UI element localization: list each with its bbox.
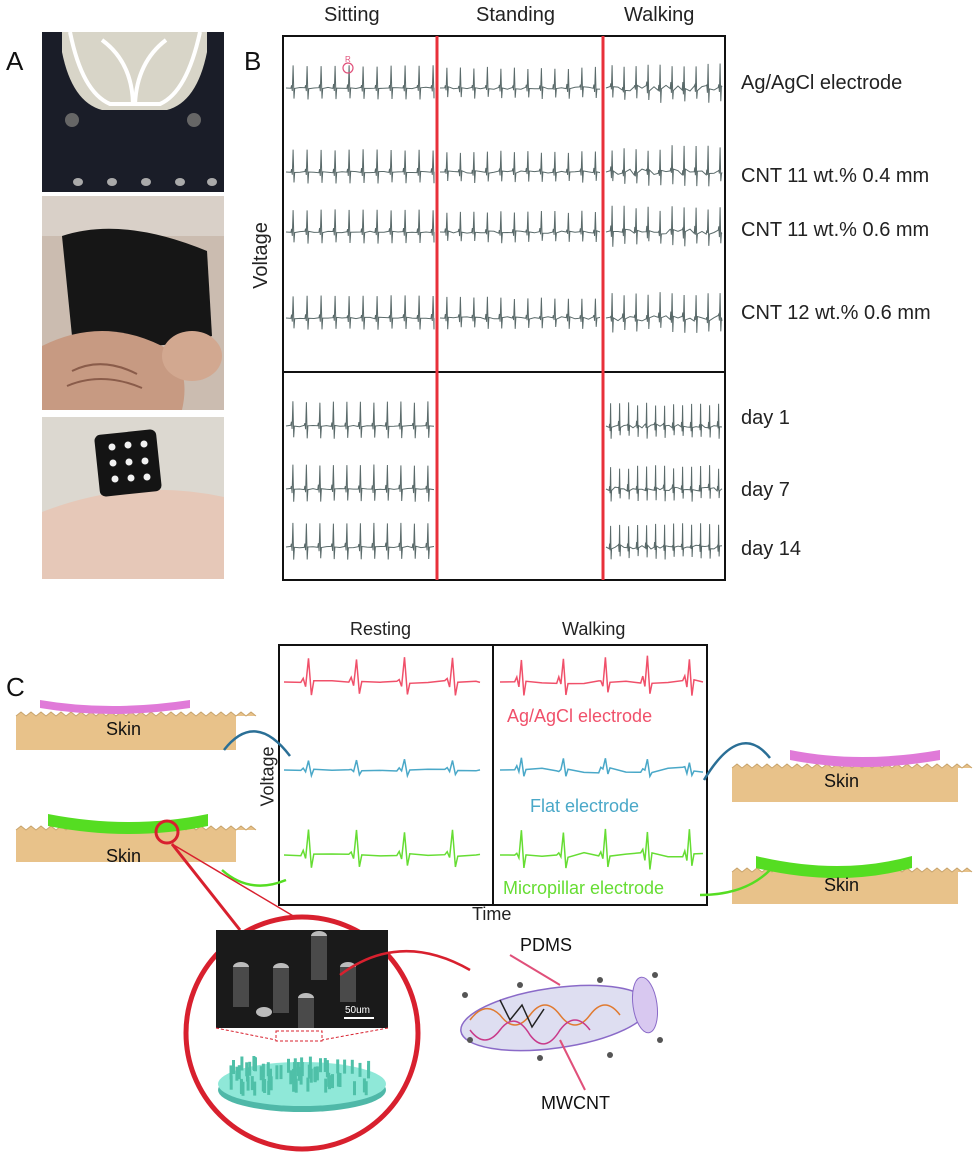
ecg-trace-day-sitting (285, 522, 435, 560)
sports-bra-photo (42, 32, 224, 192)
pdms-pointer (509, 954, 561, 986)
ecg-trace-standing (440, 150, 601, 184)
skin-label-right-top: Skin (824, 771, 860, 791)
trace-label-flat: Flat electrode (530, 796, 640, 816)
mwcnt-label: MWCNT (541, 1093, 610, 1113)
ecg-trace-walking (605, 205, 723, 247)
skin-diagram-flat-left (15, 700, 257, 750)
sem-scale-label: 50um (345, 1005, 370, 1016)
ecg-trace-walking-c (499, 757, 704, 779)
ecg-trace-day-sitting (285, 401, 435, 439)
ecg-trace-resting (283, 759, 481, 779)
sem-region-box (275, 1030, 323, 1042)
ecg-trace-day-walking (605, 402, 723, 439)
wire-flat-right (702, 742, 771, 781)
panel-b-graphics: R (282, 35, 726, 581)
pdms-label: PDMS (520, 935, 573, 955)
wire-flat-left (223, 730, 291, 757)
ecg-trace-walking-c (499, 655, 704, 696)
day-label-7: day 7 (741, 479, 790, 501)
zoom-to-molecule-arrow (339, 949, 471, 977)
micropillar-disc (218, 1056, 386, 1112)
ecg-trace-day-walking (605, 465, 723, 502)
column-label-walking-c: Walking (562, 619, 626, 639)
ecg-trace-standing (439, 210, 601, 244)
panel-b-ylabel: Voltage (249, 222, 272, 289)
zoom-line-right (171, 843, 301, 921)
trace-label-agagcl: Ag/AgCl electrode (507, 706, 653, 726)
panel-c-letter: C (6, 672, 25, 702)
panel-c-ecg-traces (283, 655, 704, 870)
row-label-cnt12-06: CNT 12 wt.% 0.6 mm (741, 302, 931, 324)
skin-label-left-top: Skin (106, 719, 142, 739)
column-label-resting: Resting (350, 619, 412, 639)
wire-micropillar-left (221, 869, 287, 887)
day-label-1: day 1 (741, 407, 790, 429)
ecg-trace-sitting (285, 209, 435, 244)
ecg-trace-standing (439, 296, 601, 330)
ecg-trace-sitting (285, 295, 435, 330)
row-label-cnt11-06: CNT 11 wt.% 0.6 mm (741, 219, 930, 241)
skin-label-right-bottom: Skin (824, 875, 860, 895)
panel-c-graphics: 50um (15, 644, 973, 1152)
ecg-trace-day-walking (605, 523, 723, 560)
ecg-trace-resting (283, 829, 481, 868)
column-label-walking: Walking (624, 4, 695, 26)
zoom-circle-marker (154, 819, 180, 845)
ecg-trace-day-sitting (285, 464, 435, 502)
ecg-trace-resting (283, 657, 481, 696)
column-label-standing: Standing (476, 4, 555, 26)
panel-b-letter: B (244, 46, 262, 76)
ecg-trace-sitting (285, 65, 435, 100)
panel-a-letter: A (6, 46, 24, 76)
sem-image: 50um (216, 930, 388, 1028)
wire-micropillar-right (699, 869, 771, 897)
r-peak-marker (342, 62, 354, 74)
mwcnt-pointer (559, 1039, 586, 1091)
panel-c-ylabel: Voltage (257, 746, 278, 807)
ecg-trace-walking (605, 292, 723, 333)
ecg-trace-walking (605, 63, 723, 103)
panel-c-xlabel: Time (472, 904, 512, 924)
row-label-agagcl: Ag/AgCl electrode (741, 72, 903, 94)
column-label-sitting: Sitting (324, 4, 380, 26)
ecg-trace-walking (605, 145, 723, 187)
skin-diagram-micropillar-right (731, 856, 973, 904)
panel-b-ecg-traces (285, 63, 723, 560)
electrode-hand-photo (42, 196, 224, 410)
ecg-trace-walking-c (499, 828, 704, 870)
skin-electrode-photo (42, 417, 224, 579)
skin-diagram-flat-right (731, 750, 973, 802)
panel-b-frame (282, 35, 726, 581)
ecg-trace-sitting (285, 149, 435, 184)
skin-label-left-bottom: Skin (106, 846, 142, 866)
ecg-trace-standing (439, 66, 601, 100)
r-peak-label: R (345, 55, 351, 64)
trace-label-micropillar: Micropillar electrode (503, 878, 665, 898)
row-label-cnt11-04: CNT 11 wt.% 0.4 mm (741, 165, 930, 187)
day-label-14: day 14 (741, 538, 802, 560)
zoom-line-left (170, 843, 242, 931)
cnt-molecule (460, 972, 663, 1061)
